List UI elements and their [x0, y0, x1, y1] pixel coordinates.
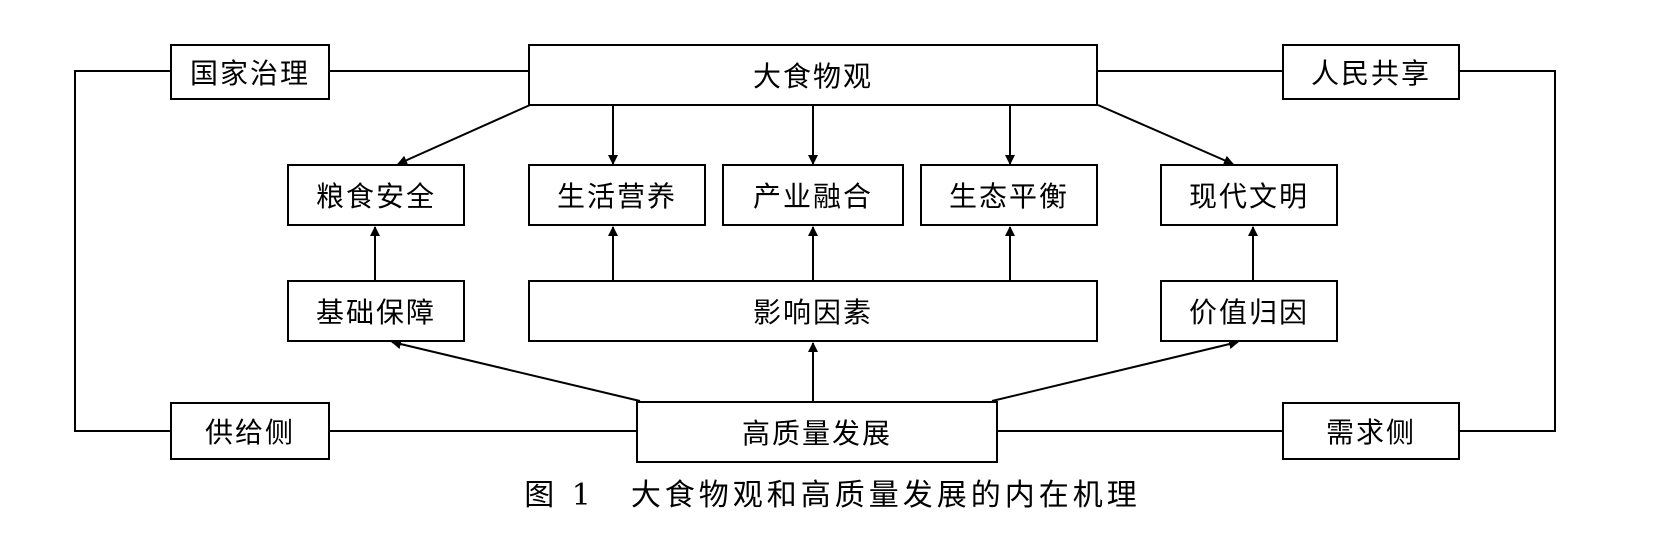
node-hq-development: 高质量发展: [636, 401, 998, 463]
node-food-security: 粮食安全: [287, 164, 465, 226]
line-right-loop: [1460, 70, 1556, 432]
node-ecology: 生态平衡: [920, 164, 1098, 226]
node-nutrition: 生活营养: [528, 164, 706, 226]
node-integration: 产业融合: [722, 164, 904, 226]
node-supply-side: 供给侧: [170, 402, 330, 460]
node-sharing: 人民共享: [1282, 44, 1460, 100]
arrow-core-civilization: [1097, 104, 1234, 165]
node-influence-factors: 影响因素: [528, 280, 1098, 342]
figure-caption: 图 1 大食物观和高质量发展的内在机理: [0, 470, 1665, 514]
arrow-hq-basic: [391, 339, 641, 402]
arrow-core-food-security: [397, 104, 531, 165]
node-governance: 国家治理: [170, 44, 330, 100]
node-value-attribution: 价值归因: [1160, 280, 1338, 342]
figure-title: 大食物观和高质量发展的内在机理: [630, 478, 1141, 513]
node-core: 大食物观: [528, 44, 1098, 106]
node-basic-guarantee: 基础保障: [287, 280, 465, 342]
arrow-hq-value: [991, 339, 1239, 402]
node-civilization: 现代文明: [1160, 164, 1338, 226]
line-left-loop: [74, 70, 170, 432]
figure-number: 图 1: [524, 478, 595, 513]
node-demand-side: 需求侧: [1282, 402, 1460, 460]
